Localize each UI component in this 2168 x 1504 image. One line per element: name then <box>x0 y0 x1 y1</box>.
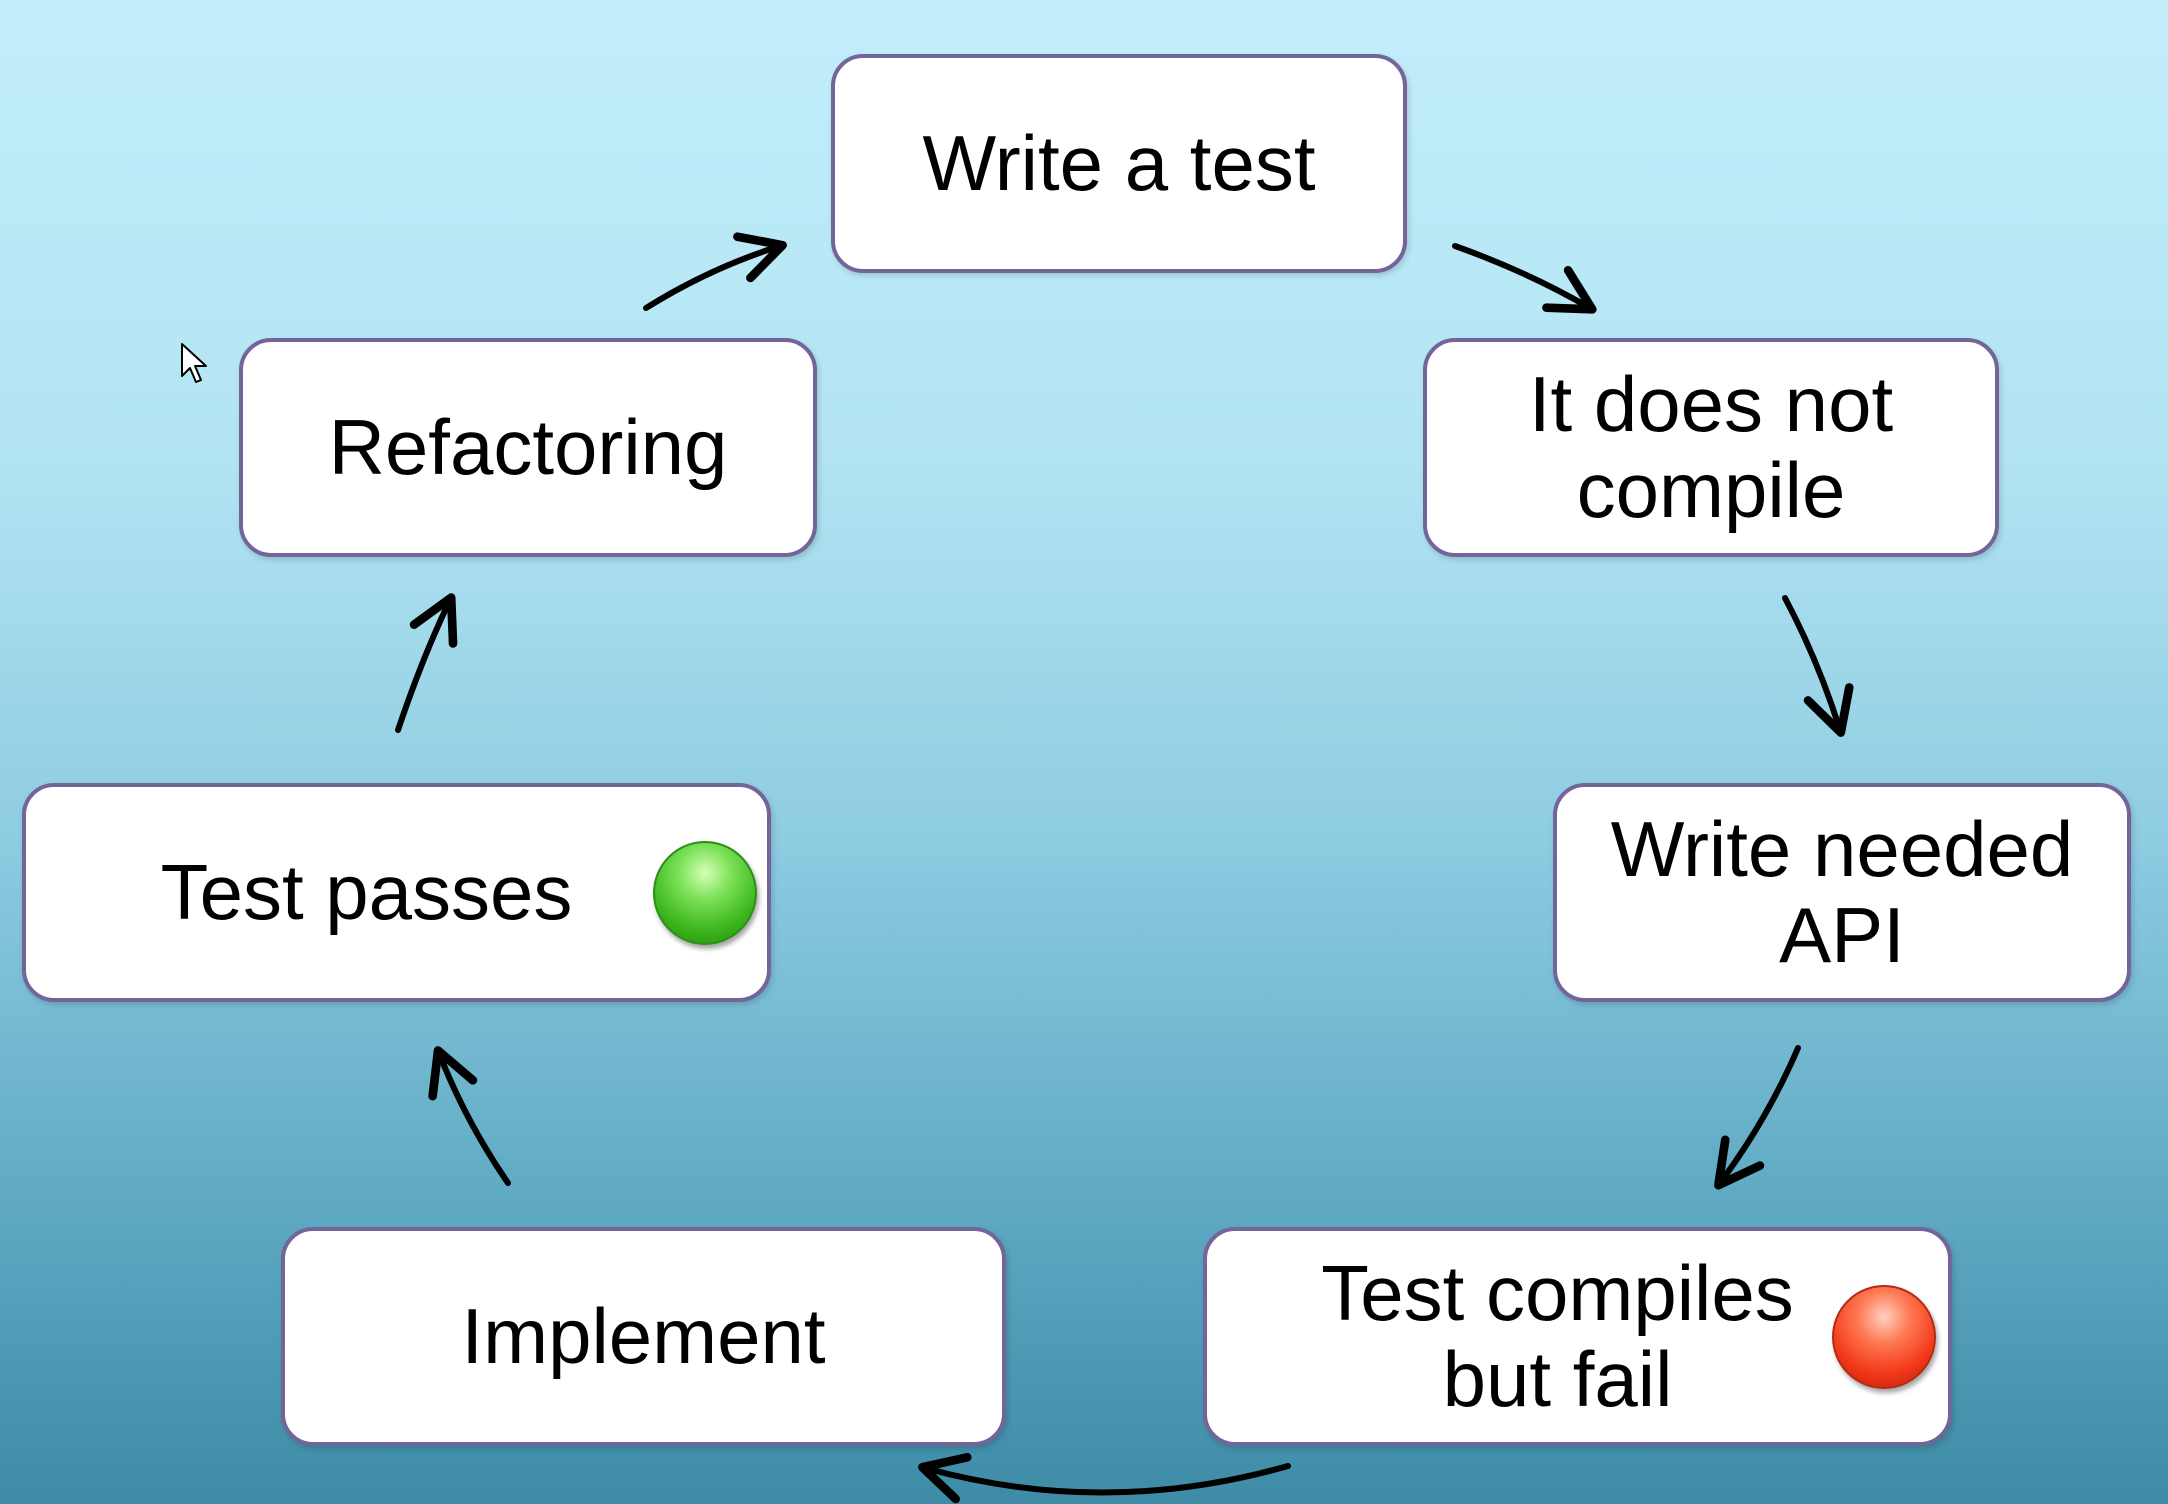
green-status-icon <box>653 840 757 945</box>
node-it-does-not-compile: It does not compile <box>1423 338 1999 557</box>
node-label: Test compiles but fail <box>1321 1248 1794 1423</box>
arrow-test-passes-to-refactoring <box>395 593 458 733</box>
node-label: It does not compile <box>1528 359 1894 534</box>
arrow-write-test-to-not-compile <box>1452 243 1597 314</box>
node-implement: Implement <box>281 1227 1006 1446</box>
node-label: Write a test <box>922 118 1316 207</box>
arrow-write-api-to-compiles-fail <box>1714 1045 1801 1190</box>
node-label: Refactoring <box>328 402 728 491</box>
mouse-pointer-icon <box>181 343 207 383</box>
node-test-compiles-but-fail: Test compiles but fail <box>1203 1227 1952 1446</box>
node-write-a-test: Write a test <box>831 54 1407 273</box>
arrow-not-compile-to-write-api <box>1782 595 1854 737</box>
node-label: Implement <box>461 1291 826 1380</box>
red-status-icon <box>1832 1284 1936 1389</box>
node-write-needed-api: Write needed API <box>1553 783 2131 1002</box>
node-refactoring: Refactoring <box>239 338 817 557</box>
node-label: Write needed API <box>1610 804 2074 979</box>
node-label: Test passes <box>160 847 573 936</box>
arrow-implement-to-test-passes <box>428 1046 511 1186</box>
arrow-compiles-fail-to-implement <box>918 1452 1291 1504</box>
arrow-refactoring-to-write-test <box>643 232 787 311</box>
node-test-passes: Test passes <box>22 783 771 1002</box>
